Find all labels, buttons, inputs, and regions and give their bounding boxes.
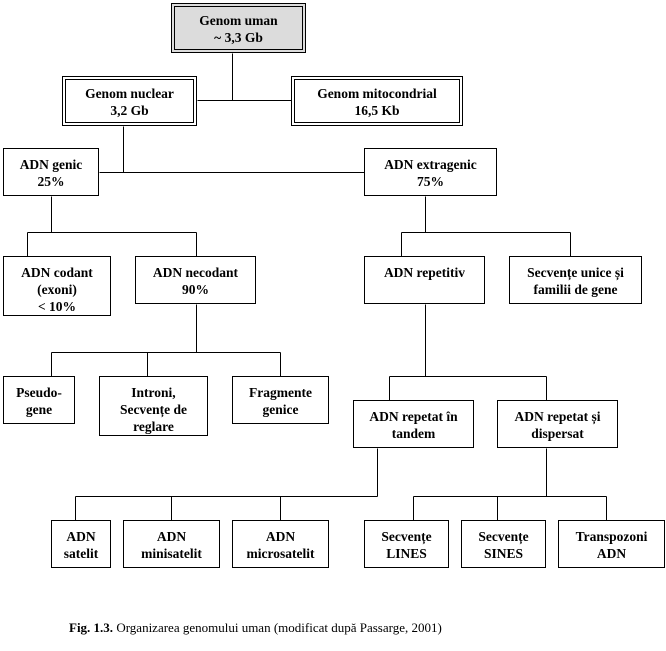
node-label: Transpozoni [575, 529, 648, 544]
node-label: Secvențe unice și [527, 265, 624, 280]
node-label: ADN genic [19, 157, 83, 172]
node-label: ADN [66, 529, 96, 544]
node-label: microsatelit [246, 546, 315, 561]
node-label: satelit [63, 546, 99, 561]
node-label: ADN repetitiv [383, 265, 466, 280]
node-label: 90% [182, 282, 209, 297]
node-label: LINES [386, 546, 427, 561]
node-label: Fragmente [249, 385, 312, 400]
node-unice: Secvențe unice și familii de gene [509, 256, 642, 304]
node-label: 16,5 Kb [354, 103, 400, 118]
node-label: Genom mitocondrial [317, 86, 437, 101]
node-mito: Genom mitocondrial 16,5 Kb [291, 76, 463, 126]
node-label: ADN [596, 546, 627, 561]
node-label: 25% [37, 174, 65, 189]
node-label: Genom nuclear [85, 86, 174, 101]
caption-label: Fig. 1.3. [69, 620, 114, 635]
node-label: Secvențe [381, 529, 432, 544]
node-label: ADN extragenic [384, 157, 477, 172]
node-label: ADN codant [21, 265, 93, 280]
node-satelit: ADN satelit [51, 520, 111, 568]
node-repetitiv: ADN repetitiv [364, 256, 485, 304]
node-label: ADN necodant [152, 265, 239, 280]
node-dispersat: ADN repetat și dispersat [497, 400, 618, 448]
node-label: minisatelit [141, 546, 202, 561]
node-label: dispersat [531, 426, 584, 441]
node-label: reglare [133, 419, 174, 434]
node-label: ADN [156, 529, 187, 544]
node-label: Genom uman [199, 13, 278, 28]
node-minisatelit: ADN minisatelit [123, 520, 220, 568]
node-label: SINES [483, 546, 524, 561]
caption-text: Organizarea genomului uman (modificat du… [113, 620, 442, 635]
node-genic: ADN genic 25% [3, 148, 99, 196]
node-label: 75% [417, 174, 444, 189]
node-label: Secvențe de [119, 402, 188, 417]
node-pseudo: Pseudo-gene [3, 376, 75, 424]
node-label: Introni, [131, 385, 176, 400]
node-label: tandem [391, 426, 436, 441]
node-label: ~ 3,3 Gb [214, 30, 263, 45]
node-label: genice [262, 402, 299, 417]
node-tandem: ADN repetat în tandem [353, 400, 474, 448]
node-necodant: ADN necodant 90% [135, 256, 256, 304]
node-fragmente: Fragmente genice [232, 376, 329, 424]
node-label: (exoni) [37, 282, 77, 297]
node-label: < 10% [37, 299, 77, 314]
node-label: 3,2 Gb [110, 103, 149, 118]
node-nuclear: Genom nuclear 3,2 Gb [62, 76, 197, 126]
node-introni: Introni, Secvențe de reglare [99, 376, 208, 436]
node-label: ADN repetat și [514, 409, 601, 424]
node-microsatelit: ADN microsatelit [232, 520, 329, 568]
node-uman: Genom uman ~ 3,3 Gb [171, 3, 306, 53]
node-label: familii de gene [533, 282, 618, 297]
node-label: ADN repetat în [369, 409, 458, 424]
figure-caption: Fig. 1.3. Organizarea genomului uman (mo… [69, 620, 442, 636]
node-extragenic: ADN extragenic 75% [364, 148, 497, 196]
node-label: Secvențe [478, 529, 529, 544]
node-label: Pseudo- [16, 385, 62, 400]
node-label: ADN [265, 529, 296, 544]
node-label: gene [25, 402, 53, 417]
node-codant: ADN codant (exoni) < 10% [3, 256, 111, 316]
